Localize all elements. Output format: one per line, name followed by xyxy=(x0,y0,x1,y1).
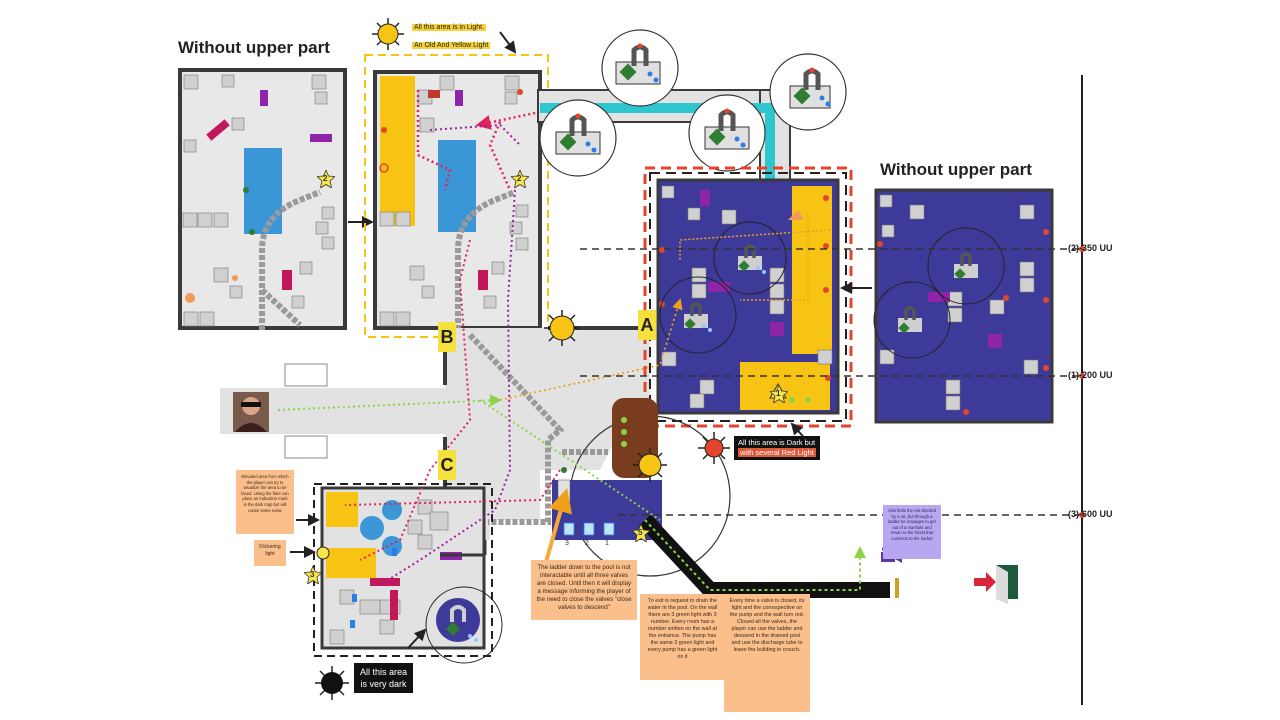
dark-red-note-line2: with several Red Light xyxy=(738,448,816,457)
light-note-line2: An Old And Yellow Light xyxy=(412,42,491,49)
note-ladder: The ladder down to the pool is not inter… xyxy=(531,560,637,620)
room-dark-reference xyxy=(873,188,1054,424)
star-marker: 1 xyxy=(769,383,789,404)
depth-value: -600 UU xyxy=(1079,509,1113,519)
dark-red-note: All this area is Dark but with several R… xyxy=(734,436,820,460)
exit-icon xyxy=(974,565,1018,604)
depth-scale xyxy=(580,75,1085,705)
light-note: All this area is in Light. An Old And Ye… xyxy=(412,16,491,52)
dark-note-line1: All this area xyxy=(360,667,408,677)
valve-number: 2 xyxy=(585,540,589,547)
sun-icon xyxy=(372,18,404,50)
star-marker: 2 xyxy=(510,168,530,189)
star-marker: 5 xyxy=(631,522,651,543)
star-number: 5 xyxy=(638,528,643,537)
light-note-line1: All this area is in Light. xyxy=(412,24,487,31)
dark-light-icon xyxy=(315,666,349,700)
valve-number: 3 xyxy=(565,540,569,547)
dark-note-line2: is very dark xyxy=(360,679,407,689)
red-light-icon xyxy=(698,432,730,464)
valve-number: 1 xyxy=(605,540,609,547)
star-number: 3 xyxy=(310,570,315,579)
star-number: 1 xyxy=(776,389,781,398)
note-valves: Every time a valve is closed, its light … xyxy=(724,594,810,712)
room-dark-right xyxy=(643,166,853,428)
room-top-left xyxy=(178,68,347,330)
player-portrait xyxy=(233,392,269,432)
depth-value: -350 UU xyxy=(1079,243,1113,253)
star-number: 2 xyxy=(323,174,328,183)
room-top-middle xyxy=(364,54,549,338)
room-bottom-left xyxy=(313,483,503,664)
note-flickering-light: Flickering light xyxy=(254,540,286,566)
dark-red-note-line1: All this area is Dark but xyxy=(738,438,816,447)
header-right: Without upper part xyxy=(880,160,1032,179)
depth-id: (1) xyxy=(1068,370,1079,380)
star-marker: 3 xyxy=(303,564,323,585)
depth-label: (2)-350 UU xyxy=(1068,243,1113,253)
sign-c: C xyxy=(438,450,456,480)
star-number: 2 xyxy=(517,174,522,183)
sign-a: A xyxy=(638,310,656,340)
depth-label: (1)-200 UU xyxy=(1068,370,1113,380)
header-left: Without upper part xyxy=(178,38,330,57)
note-rat: Alas finds the exit blocked by a rat, bu… xyxy=(883,505,941,559)
sun-icon xyxy=(633,448,667,482)
star-marker: 2 xyxy=(316,168,336,189)
note-elevated-area: Elevated area from which the player can … xyxy=(236,470,294,534)
sun-icon xyxy=(544,310,580,346)
depth-label: (3)-600 UU xyxy=(1068,509,1113,519)
depth-id: (3) xyxy=(1068,509,1079,519)
depth-value: -200 UU xyxy=(1079,370,1113,380)
note-exit: To exit is request to drain the water in… xyxy=(640,594,725,680)
dark-note: All this area is very dark xyxy=(354,663,414,693)
sign-b: B xyxy=(438,322,456,352)
flicker-light-icon xyxy=(316,546,330,560)
valve-zooms xyxy=(539,29,847,177)
depth-id: (2) xyxy=(1068,243,1079,253)
